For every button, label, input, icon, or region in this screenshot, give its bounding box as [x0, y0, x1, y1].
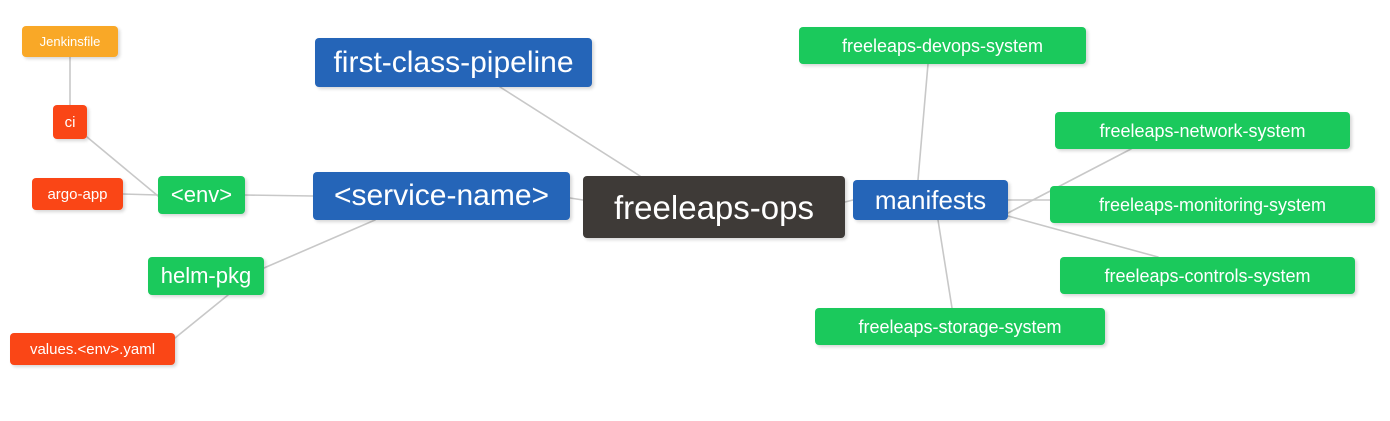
mindmap-node-label-monitoring-system: freeleaps-monitoring-system — [1098, 194, 1327, 215]
mindmap-node-label-values-yaml: values.<env>.yaml — [29, 340, 156, 358]
mindmap-node-label-controls-system: freeleaps-controls-system — [1104, 265, 1311, 286]
mindmap-node-label-argo-app: argo-app — [47, 185, 108, 203]
mindmap-node-label-network-system: freeleaps-network-system — [1099, 120, 1306, 141]
mindmap-node-label-service-name: <service-name> — [333, 179, 550, 212]
mindmap-node-label-manifests: manifests — [874, 185, 987, 215]
mindmap-node-network-system[interactable]: freeleaps-network-system — [1055, 112, 1350, 149]
mindmap-node-label-helm-pkg: helm-pkg — [160, 263, 252, 288]
mindmap-node-monitoring-system[interactable]: freeleaps-monitoring-system — [1050, 186, 1375, 223]
edge-helm-pkg-to-service-name — [263, 219, 376, 269]
edge-service-name-to-freeleaps-ops — [569, 197, 584, 201]
mindmap-node-helm-pkg[interactable]: helm-pkg — [148, 257, 264, 295]
edge-argo-app-to-env — [122, 193, 159, 196]
mindmap-node-first-class-pipeline[interactable]: first-class-pipeline — [315, 38, 592, 87]
mindmap-node-label-ci: ci — [64, 113, 76, 131]
mindmap-node-values-yaml[interactable]: values.<env>.yaml — [10, 333, 175, 365]
mindmap-node-jenkinsfile[interactable]: Jenkinsfile — [22, 26, 118, 57]
mindmap-node-storage-system[interactable]: freeleaps-storage-system — [815, 308, 1105, 345]
edge-first-class-pipeline-to-freeleaps-ops — [499, 86, 641, 177]
mindmap-node-service-name[interactable]: <service-name> — [313, 172, 570, 220]
mindmap-node-env[interactable]: <env> — [158, 176, 245, 214]
edge-env-to-service-name — [244, 194, 314, 197]
mindmap-node-freeleaps-ops[interactable]: freeleaps-ops — [583, 176, 845, 238]
mindmap-node-argo-app[interactable]: argo-app — [32, 178, 123, 210]
mindmap-node-label-first-class-pipeline: first-class-pipeline — [333, 45, 574, 79]
mindmap-node-label-env: <env> — [170, 182, 233, 207]
mindmap-node-label-storage-system: freeleaps-storage-system — [858, 316, 1062, 337]
mindmap-node-devops-system[interactable]: freeleaps-devops-system — [799, 27, 1086, 64]
mindmap-node-label-freeleaps-ops: freeleaps-ops — [614, 188, 814, 226]
mindmap-node-label-devops-system: freeleaps-devops-system — [841, 35, 1044, 56]
mindmap-node-controls-system[interactable]: freeleaps-controls-system — [1060, 257, 1355, 294]
edge-freeleaps-ops-to-manifests — [844, 199, 854, 203]
edge-manifests-to-storage-system — [937, 219, 953, 309]
edge-values-yaml-to-helm-pkg — [174, 294, 229, 339]
mindmap-node-manifests[interactable]: manifests — [853, 180, 1008, 220]
edge-manifests-to-devops-system — [917, 63, 929, 181]
mindmap-node-label-jenkinsfile: Jenkinsfile — [39, 34, 101, 49]
mindmap-node-ci[interactable]: ci — [53, 105, 87, 139]
